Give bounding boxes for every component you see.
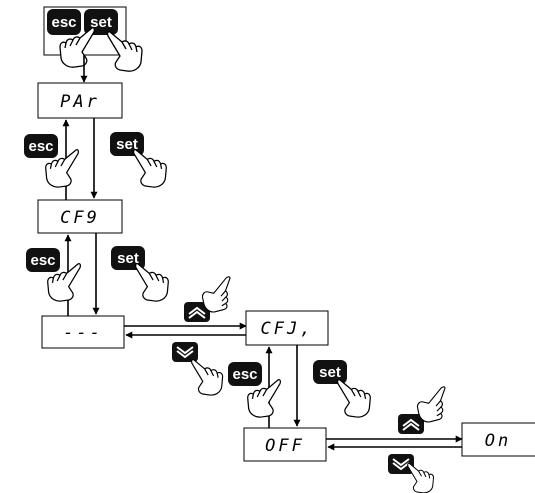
display-off: OFF	[244, 428, 326, 461]
hand-press-icon	[338, 380, 371, 417]
display-on: On	[462, 423, 535, 456]
display-dashes: ---	[42, 316, 124, 348]
esc-key-2[interactable]: esc	[26, 248, 60, 272]
display-par: PAr	[38, 83, 122, 118]
esc-key-2-label: esc	[30, 252, 55, 269]
esc-key-3[interactable]: esc	[228, 362, 262, 386]
display-cf9: CF9	[38, 200, 122, 233]
esc-key-1[interactable]: esc	[24, 134, 58, 158]
display-off-text: OFF	[265, 436, 305, 456]
hand-press-icon	[192, 360, 223, 395]
hand-press-icon	[108, 32, 142, 71]
esc-key-top[interactable]: esc	[47, 9, 81, 35]
hand-press-icon	[136, 264, 169, 301]
display-dashes-text: ---	[63, 323, 103, 343]
display-cfji-text: CFJ,	[261, 319, 314, 339]
display-cf9-text: CF9	[60, 208, 100, 228]
set-key-3[interactable]: set	[313, 360, 347, 384]
esc-key-3-label: esc	[232, 366, 257, 383]
display-on-text: On	[485, 431, 511, 451]
display-cfji: CFJ,	[246, 311, 328, 345]
set-key-3-label: set	[319, 364, 341, 381]
hand-press-icon	[134, 150, 167, 187]
hand-press-icon	[408, 463, 434, 493]
down-arrow-key-icon[interactable]	[172, 342, 198, 362]
esc-key-1-label: esc	[28, 138, 53, 155]
start-keys-group: esc set	[44, 7, 142, 71]
display-par-text: PAr	[60, 92, 100, 112]
esc-key-top-label: esc	[51, 14, 76, 31]
